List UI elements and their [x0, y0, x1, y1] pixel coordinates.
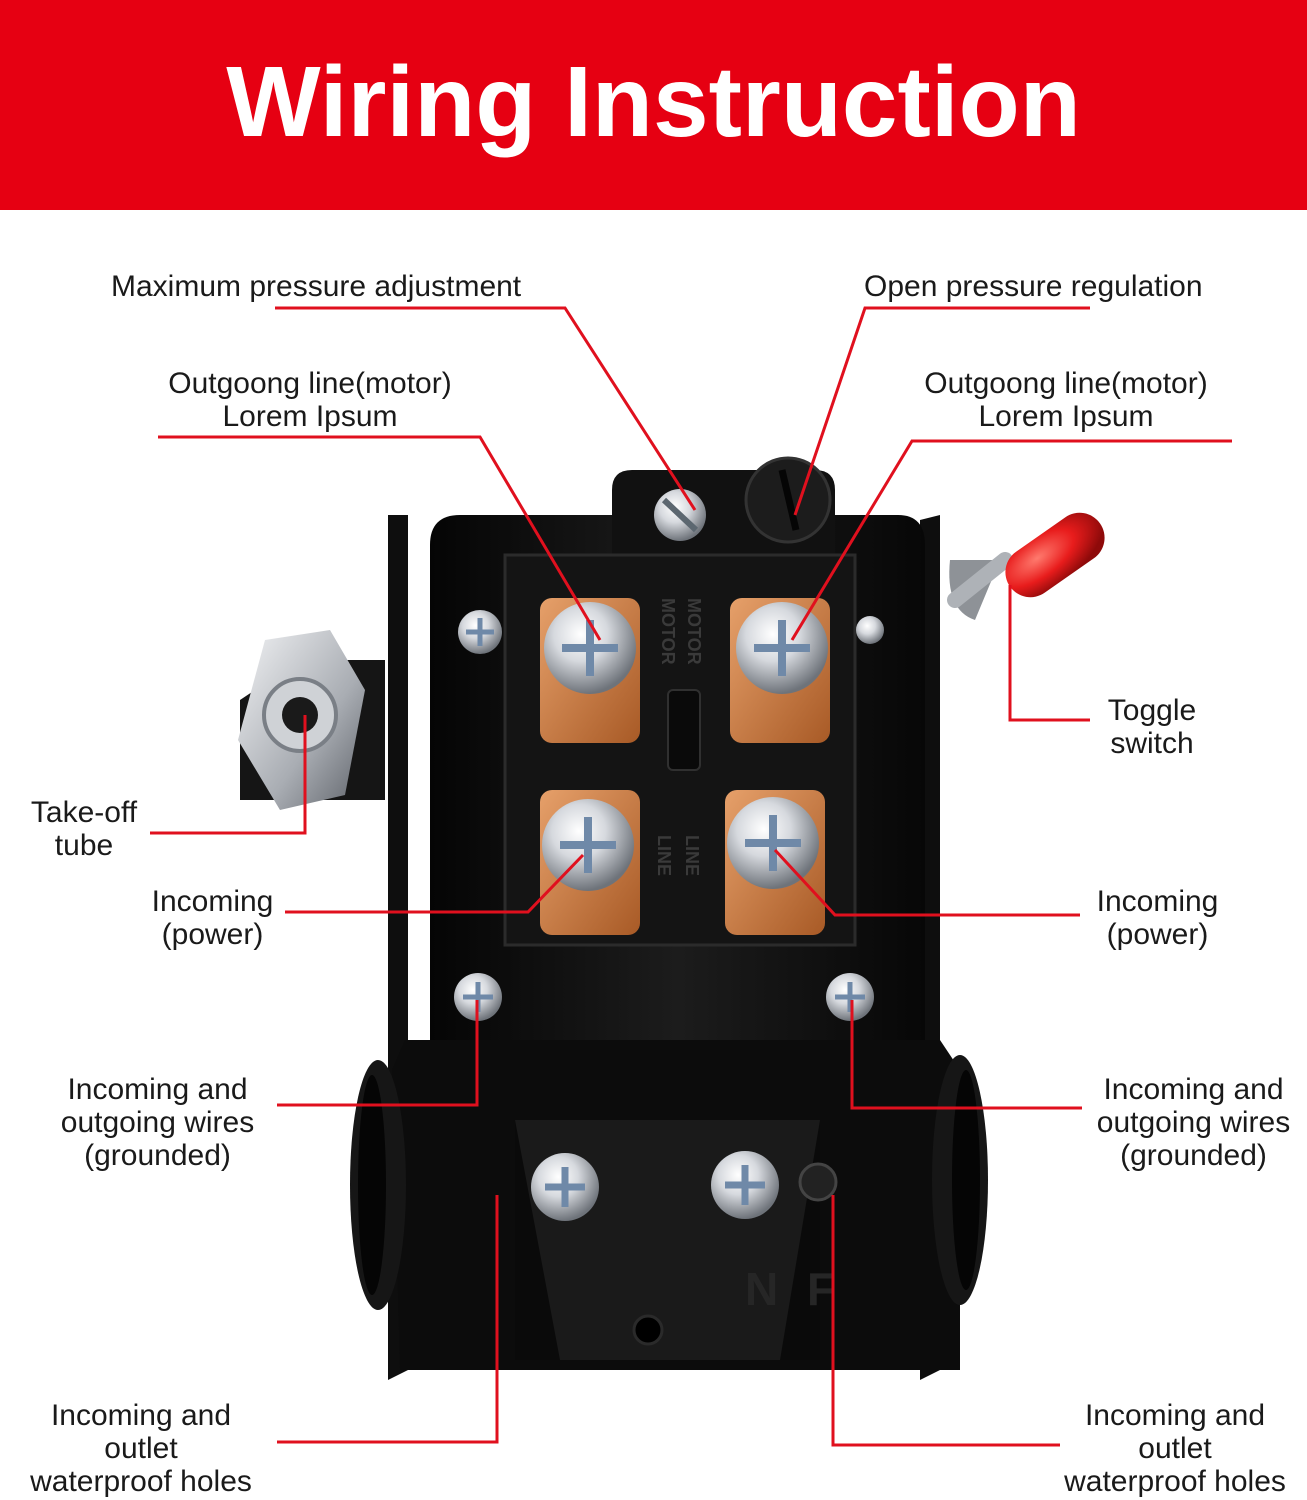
- label-grounded-left: Incoming and outgoing wires (grounded): [45, 1073, 270, 1172]
- label-line-2: Lorem Ipsum: [978, 400, 1154, 433]
- toggle-cap: [1005, 512, 1105, 598]
- label-line-3: waterproof holes: [30, 1465, 252, 1498]
- label-incoming-power-right: Incoming (power): [1085, 885, 1230, 951]
- leader-incoming-right: [773, 848, 1080, 917]
- open-pressure-screw: [744, 456, 832, 544]
- line-marking-2: LINE: [682, 835, 702, 876]
- leader-outgoing-left: [158, 435, 602, 641]
- label-line-2: outlet: [104, 1432, 178, 1465]
- label-waterproof-left: Incoming and outlet waterproof holes: [12, 1399, 270, 1498]
- leader-grounded-left: [277, 1000, 479, 1107]
- leader-waterproof-right: [831, 1195, 1060, 1447]
- label-open-pressure: Open pressure regulation: [864, 270, 1203, 303]
- label-line-2: switch: [1110, 727, 1194, 760]
- label-line-2: outlet: [1138, 1432, 1212, 1465]
- leader-waterproof-left: [277, 1195, 499, 1444]
- terminal-screw-top-left: [544, 602, 636, 694]
- label-line-1: Outgoong line(motor): [924, 367, 1208, 400]
- ground-screw-left: [454, 973, 502, 1021]
- plate-screw-left: [531, 1153, 599, 1221]
- label-line-2: (power): [1106, 918, 1209, 951]
- label-line-3: (grounded): [84, 1139, 231, 1172]
- leader-outgoing-right: [790, 439, 1232, 641]
- label-toggle-switch: Toggle switch: [1090, 694, 1214, 760]
- label-outgoing-left: Outgoong line(motor) Lorem Ipsum: [150, 367, 470, 433]
- body-screw-top-right: [856, 616, 884, 644]
- label-line-1: Incoming: [151, 885, 274, 918]
- terminal-divider: [667, 689, 701, 771]
- label-line-1: Incoming and: [1103, 1073, 1284, 1106]
- terminal-screw-bottom-right: [727, 797, 819, 889]
- label-line-1: Incoming and: [50, 1399, 232, 1432]
- label-line-3: waterproof holes: [1064, 1465, 1286, 1498]
- leader-open-pressure: [793, 306, 1090, 516]
- max-pressure-screw: [654, 489, 706, 541]
- label-line-2: Lorem Ipsum: [222, 400, 398, 433]
- label-line-1: Incoming and: [1084, 1399, 1266, 1432]
- label-line-1: Incoming: [1096, 885, 1219, 918]
- label-max-pressure: Maximum pressure adjustment: [111, 270, 521, 303]
- page-title: Wiring Instruction: [226, 46, 1081, 158]
- label-text: Maximum pressure adjustment: [111, 270, 522, 303]
- leader-grounded-right: [850, 1000, 1082, 1110]
- label-line-1: Toggle: [1107, 694, 1197, 727]
- label-line-1: Incoming and: [67, 1073, 248, 1106]
- toggle-switch[interactable]: [947, 503, 1114, 620]
- leader-max-pressure: [275, 306, 697, 511]
- label-line-2: tube: [54, 829, 114, 862]
- terminal-screw-top-right: [736, 602, 828, 694]
- ground-screw-right: [826, 973, 874, 1021]
- motor-marking-2: MOTOR: [684, 598, 704, 665]
- label-line-3: (grounded): [1120, 1139, 1267, 1172]
- label-line-2: (power): [161, 918, 264, 951]
- plate-hole: [632, 1314, 664, 1346]
- label-line-1: Take-off: [30, 796, 138, 829]
- leader-toggle: [1008, 585, 1090, 722]
- label-waterproof-right: Incoming and outlet waterproof holes: [1046, 1399, 1304, 1498]
- pressure-switch: N F MOTOR MOTOR LINE LINE: [238, 456, 1114, 1380]
- motor-marking-1: MOTOR: [658, 598, 678, 665]
- leader-lines: [150, 306, 1232, 1447]
- leader-incoming-left: [285, 853, 585, 914]
- terminal-screw-bottom-left: [542, 799, 634, 891]
- title-banner: [0, 0, 1307, 210]
- label-grounded-right: Incoming and outgoing wires (grounded): [1081, 1073, 1306, 1172]
- label-line-1: Outgoong line(motor): [168, 367, 452, 400]
- body-screw-top-left: [458, 610, 502, 654]
- nf-marking: N F: [745, 1263, 843, 1315]
- label-line-2: outgoing wires: [60, 1106, 255, 1139]
- label-incoming-power-left: Incoming (power): [140, 885, 285, 951]
- label-takeoff-tube: Take-off tube: [18, 796, 150, 862]
- leader-takeoff: [150, 715, 307, 835]
- label-line-2: outgoing wires: [1096, 1106, 1291, 1139]
- label-text: Open pressure regulation: [864, 270, 1203, 303]
- plate-screw-right: [711, 1151, 779, 1219]
- label-outgoing-right: Outgoong line(motor) Lorem Ipsum: [906, 367, 1226, 433]
- line-marking-1: LINE: [654, 835, 674, 876]
